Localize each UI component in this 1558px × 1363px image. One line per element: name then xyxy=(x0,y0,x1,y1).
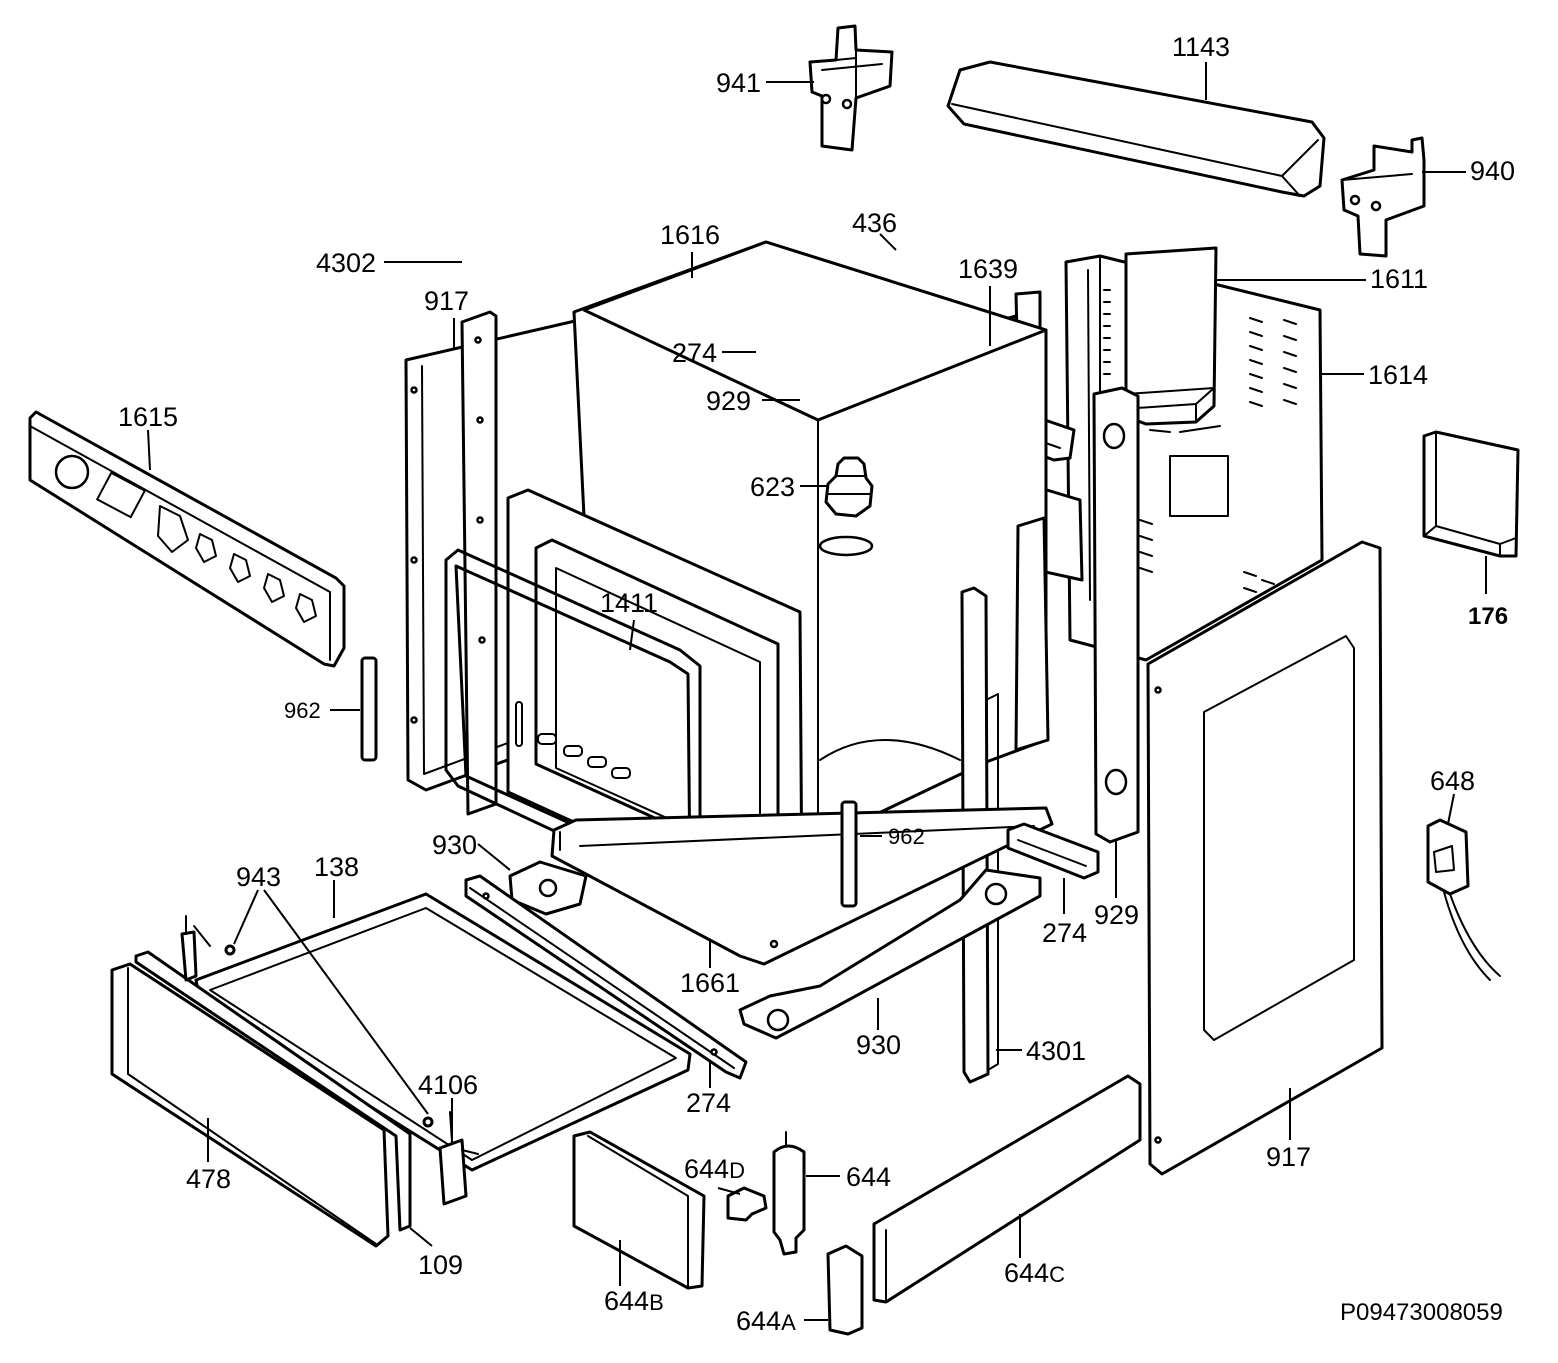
label-1615: 1615 xyxy=(118,402,178,432)
label-962-mid: 962 xyxy=(888,824,925,849)
label-644C: 644C xyxy=(1004,1258,1065,1288)
label-644: 644 xyxy=(846,1162,891,1192)
part-1616-front-frame[interactable] xyxy=(506,488,804,918)
part-940-bracket[interactable] xyxy=(1340,136,1426,258)
label-917-right: 917 xyxy=(1266,1142,1311,1172)
part-1661-bottom-tray[interactable] xyxy=(550,806,1054,966)
part-644-foot[interactable] xyxy=(772,1131,806,1256)
part-1615-control-panel[interactable] xyxy=(28,410,346,668)
part-right-inner-guide xyxy=(1014,516,1050,752)
part-4302-left-upright[interactable] xyxy=(460,310,498,816)
part-648-connector[interactable] xyxy=(1426,818,1501,981)
part-943-screw-a[interactable] xyxy=(224,944,236,956)
label-1616: 1616 xyxy=(660,220,720,250)
label-1614: 1614 xyxy=(1368,360,1428,390)
part-1143-top-trim[interactable] xyxy=(946,60,1326,198)
part-176-box[interactable] xyxy=(1422,430,1520,558)
label-943: 943 xyxy=(236,862,281,892)
part-623-oven-lamp[interactable] xyxy=(824,456,874,518)
label-4301: 4301 xyxy=(1026,1036,1086,1066)
part-109-drawer-inner[interactable] xyxy=(134,950,412,1232)
label-4106: 4106 xyxy=(418,1070,478,1100)
label-274-top: 274 xyxy=(672,338,717,368)
label-929-right: 929 xyxy=(1094,900,1139,930)
label-930-bottom: 930 xyxy=(856,1030,901,1060)
part-917-right-side-panel[interactable] xyxy=(1146,540,1384,1176)
callout-labels: 941 1143 940 1639 1611 1614 917 274 929 … xyxy=(118,32,1515,1336)
label-930-top: 930 xyxy=(432,830,477,860)
part-930-rear-base-bracket[interactable] xyxy=(738,868,1042,1040)
label-644A: 644A xyxy=(736,1306,796,1336)
part-644D-clip[interactable] xyxy=(726,1186,768,1222)
label-478: 478 xyxy=(186,1164,231,1194)
label-1411: 1411 xyxy=(600,588,658,618)
label-648: 648 xyxy=(1430,766,1475,796)
label-138: 138 xyxy=(314,852,359,882)
label-1143: 1143 xyxy=(1172,32,1230,62)
part-943-left-clip[interactable] xyxy=(180,915,211,982)
label-644D: 644D xyxy=(684,1154,745,1184)
part-644C-plinth[interactable] xyxy=(872,1074,1142,1304)
label-176: 176 xyxy=(1468,603,1508,630)
label-436: 436 xyxy=(852,208,897,238)
label-1661: 1661 xyxy=(680,968,740,998)
part-943-screw-b[interactable] xyxy=(422,1116,434,1128)
part-644B-plinth-strip[interactable] xyxy=(572,1130,706,1290)
leader-lines xyxy=(147,62,1487,1321)
label-274-bottom: 274 xyxy=(686,1088,731,1118)
part-929-right-vertical[interactable] xyxy=(1092,386,1140,844)
label-1639: 1639 xyxy=(958,254,1018,284)
part-274-bottom-rail[interactable] xyxy=(464,874,748,1080)
part-962-left-strip[interactable] xyxy=(360,656,378,762)
label-940: 940 xyxy=(1470,156,1515,186)
label-1611: 1611 xyxy=(1370,264,1428,294)
label-962-left: 962 xyxy=(284,698,321,723)
part-644A-foot[interactable] xyxy=(826,1244,864,1336)
label-109: 109 xyxy=(418,1250,463,1280)
part-941-bracket[interactable] xyxy=(808,24,894,152)
part-962-middle-strip[interactable] xyxy=(840,800,858,908)
label-644B: 644B xyxy=(604,1286,664,1316)
label-929-top: 929 xyxy=(706,386,751,416)
part-478-drawer-front[interactable] xyxy=(110,962,390,1248)
diagram-code: P09473008059 xyxy=(1340,1299,1503,1326)
label-274-right: 274 xyxy=(1042,918,1087,948)
part-274-right-rail[interactable] xyxy=(1006,822,1100,880)
label-917-top: 917 xyxy=(424,286,469,316)
label-623: 623 xyxy=(750,472,795,502)
label-4302: 4302 xyxy=(316,248,376,278)
label-941: 941 xyxy=(716,68,761,98)
